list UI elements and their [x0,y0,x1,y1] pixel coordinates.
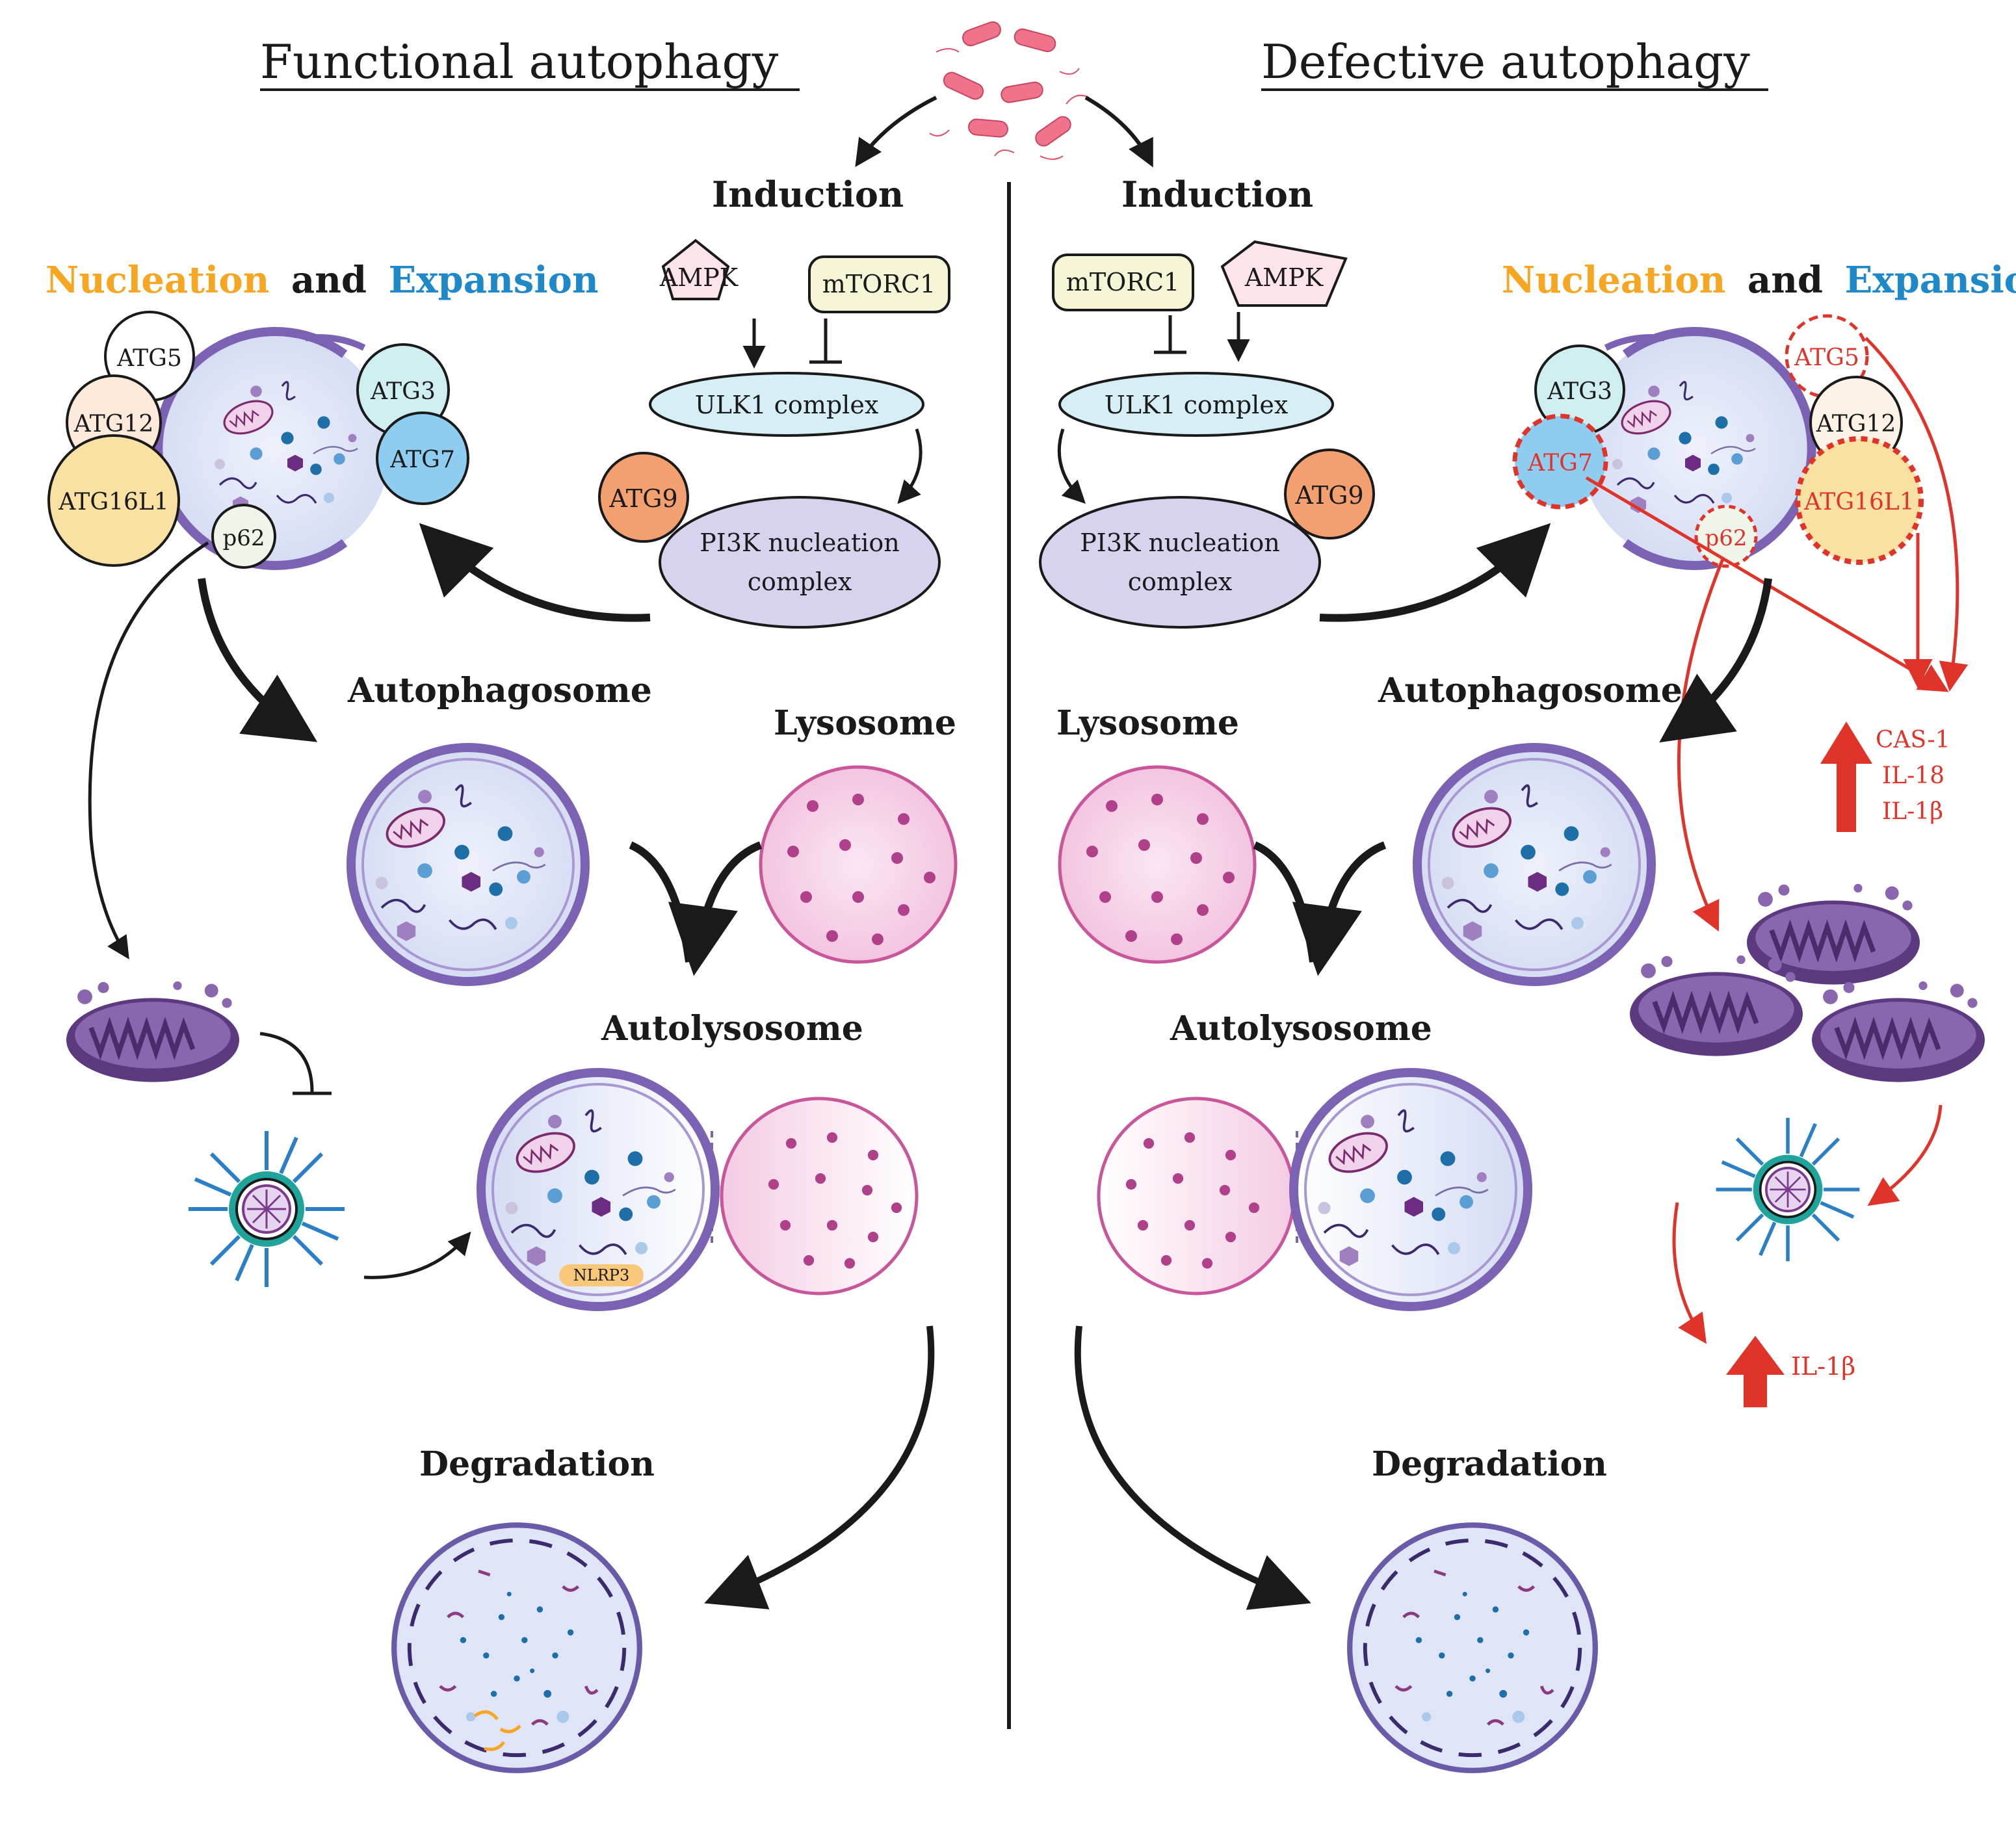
p62-right-label: p62 [1705,525,1747,551]
autophagosome-right [1413,743,1656,986]
degradation-nlrp3-fragments [473,1710,521,1751]
ampk-left-label: AMPK [659,263,739,292]
atg12-left-label: ATG12 [73,411,154,437]
inflammasome-right [1716,1118,1860,1262]
atg7-left-label: ATG7 [389,447,455,473]
bacteria-arrow-right [1084,96,1153,168]
induction-label-right: Induction [1121,174,1313,215]
il18-label: IL-18 [1882,762,1944,789]
pi3k-left [659,496,941,629]
mtorc1-right-label: mTORC1 [1066,268,1179,296]
p62-left-label: p62 [222,525,265,551]
il1b-label-top: IL-1β [1882,798,1943,825]
lysosome-label-right: Lysosome [1056,703,1239,743]
atg9-left-label: ATG9 [609,484,677,513]
autophagosome-label-left: Autophagosome [347,671,652,710]
autolysosome-left: NLRP3 [477,1068,919,1311]
nucleation-expansion-right: Nucleation and Expansion [1502,259,2016,302]
degradation-vesicle-left [394,1525,640,1771]
pi3k-right-label-1: PI3K nucleation [1080,528,1280,557]
nucleation-word-right: Nucleation [1502,259,1725,302]
autolysosome-label-left: Autolysosome [601,1009,863,1048]
atg16l1-right [1795,436,1924,565]
ampk-right [1220,240,1348,307]
damaged-mitochondrion-left [66,982,239,1082]
nucleation-word-left: Nucleation [46,259,269,302]
title-defective: Defective autophagy [1261,34,1750,89]
damaged-mitochondrion-right-right [1812,982,1985,1082]
expansion-word-right: Expansion [1845,259,2016,302]
nlrp3-label: NLRP3 [573,1266,629,1284]
pi3k-left-label-1: PI3K nucleation [700,528,900,557]
ulk1-right-label: ULK1 complex [1105,391,1289,419]
bacteria-cluster [929,21,1090,160]
ampk-left [661,239,730,300]
induction-label-left: Induction [712,174,904,215]
atg5-right-label: ATG5 [1794,345,1859,371]
ampk-right-label: AMPK [1244,263,1324,292]
cas1-label: CAS-1 [1876,727,1950,753]
nucleation-expansion-left: Nucleation and Expansion [46,259,599,302]
autophagosome-left [347,743,590,986]
lysosome-right [1058,765,1257,964]
atg3-right-label: ATG3 [1547,378,1612,405]
autolysosome-right [1097,1068,1532,1311]
atg9-left [598,452,689,543]
p62-left [211,504,276,569]
phagophore-left [153,327,390,570]
mtorc1-left-label: mTORC1 [822,270,936,298]
autophagosome-label-right: Autophagosome [1378,671,1682,710]
atg7-left [376,411,469,505]
and-word-left: and [291,259,367,302]
atg7-right-label: ATG7 [1527,450,1593,476]
lysosome-left [759,765,958,964]
atg16l1-left-label: ATG16L1 [58,489,168,515]
il1b-label-bottom: IL-1β [1791,1352,1855,1381]
autolysosome-label-right: Autolysosome [1170,1009,1432,1048]
degradation-vesicle-right [1350,1525,1595,1771]
atg9-right [1284,449,1375,540]
and-word-right: and [1748,259,1823,302]
bacteria-arrow-left [855,96,937,167]
lysosome-label-left: Lysosome [774,703,956,743]
expansion-word-left: Expansion [389,259,599,302]
atg12-right-label: ATG12 [1816,411,1896,437]
atg7-right [1512,413,1608,510]
degradation-label-left: Degradation [419,1444,655,1484]
degradation-label-right: Degradation [1372,1444,1607,1484]
atg9-right-label: ATG9 [1294,481,1363,510]
inflammasome-left [189,1131,345,1287]
ulk1-right [1058,372,1334,437]
mtorc1-left [808,255,950,313]
atg16l1-left [47,434,180,567]
ulk1-left [649,372,924,437]
atg5-left-label: ATG5 [116,345,182,372]
up-arrow-il1b [1726,1336,1785,1407]
atg3-left-label: ATG3 [370,378,436,405]
defect-arrows [1585,337,1969,1344]
up-arrow-cytokines [1820,722,1872,832]
damaged-mitochondrion-right-left [1630,956,1803,1056]
mtorc1-right [1052,254,1194,311]
pi3k-right-label-2: complex [1128,567,1233,596]
pi3k-right [1039,496,1321,629]
atg16l1-right-label: ATG16L1 [1803,489,1914,515]
ulk1-left-label: ULK1 complex [695,391,879,419]
title-functional: Functional autophagy [260,34,779,89]
pi3k-left-label-2: complex [748,567,852,596]
